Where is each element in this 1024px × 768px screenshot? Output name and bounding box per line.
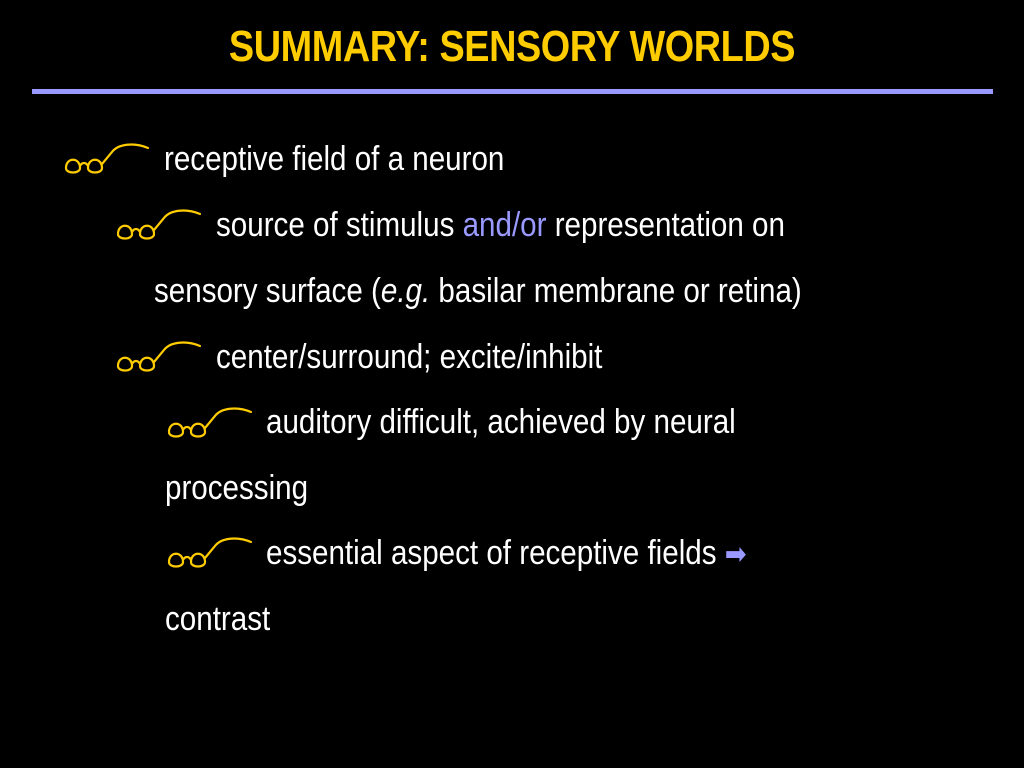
bullet-item-continuation: contrast	[165, 599, 270, 639]
bullet-item-continuation: sensory surface (e.g. basilar membrane o…	[154, 271, 802, 311]
bullet-item-source-of-stimulus: source of stimulus and/or representation…	[216, 205, 785, 245]
bullet-item-continuation: processing	[165, 468, 308, 508]
bullet-item-essential-aspect: essential aspect of receptive fields ➡	[266, 533, 747, 575]
bullet-text: source of stimulus	[216, 206, 463, 244]
bullet-item-auditory: auditory difficult, achieved by neural	[266, 402, 736, 442]
italic-text: e.g.	[380, 272, 431, 310]
eyeglasses-icon	[62, 142, 152, 174]
bullet-text: auditory difficult, achieved by neural	[266, 403, 736, 441]
bullet-item-receptive-field: receptive field of a neuron	[164, 139, 504, 179]
highlight-text: and/or	[462, 206, 547, 244]
bullet-text: center/surround; excite/inhibit	[216, 338, 603, 376]
bullet-text-cont: basilar membrane or retina)	[430, 272, 802, 310]
bullet-item-center-surround: center/surround; excite/inhibit	[216, 337, 602, 377]
right-arrow-icon: ➡	[724, 538, 747, 571]
bullet-text: sensory surface (	[154, 272, 381, 310]
slide-title: SUMMARY: SENSORY WORLDS	[228, 22, 796, 71]
bullet-text: processing	[165, 469, 309, 507]
title-divider	[32, 89, 993, 94]
eyeglasses-icon	[165, 536, 255, 568]
bullet-text: essential aspect of receptive fields	[266, 534, 725, 572]
bullet-text-cont: representation on	[546, 206, 785, 244]
bullet-text: contrast	[165, 600, 271, 638]
eyeglasses-icon	[114, 340, 204, 372]
eyeglasses-icon	[165, 406, 255, 438]
eyeglasses-icon	[114, 208, 204, 240]
bullet-text: receptive field of a neuron	[164, 140, 505, 178]
